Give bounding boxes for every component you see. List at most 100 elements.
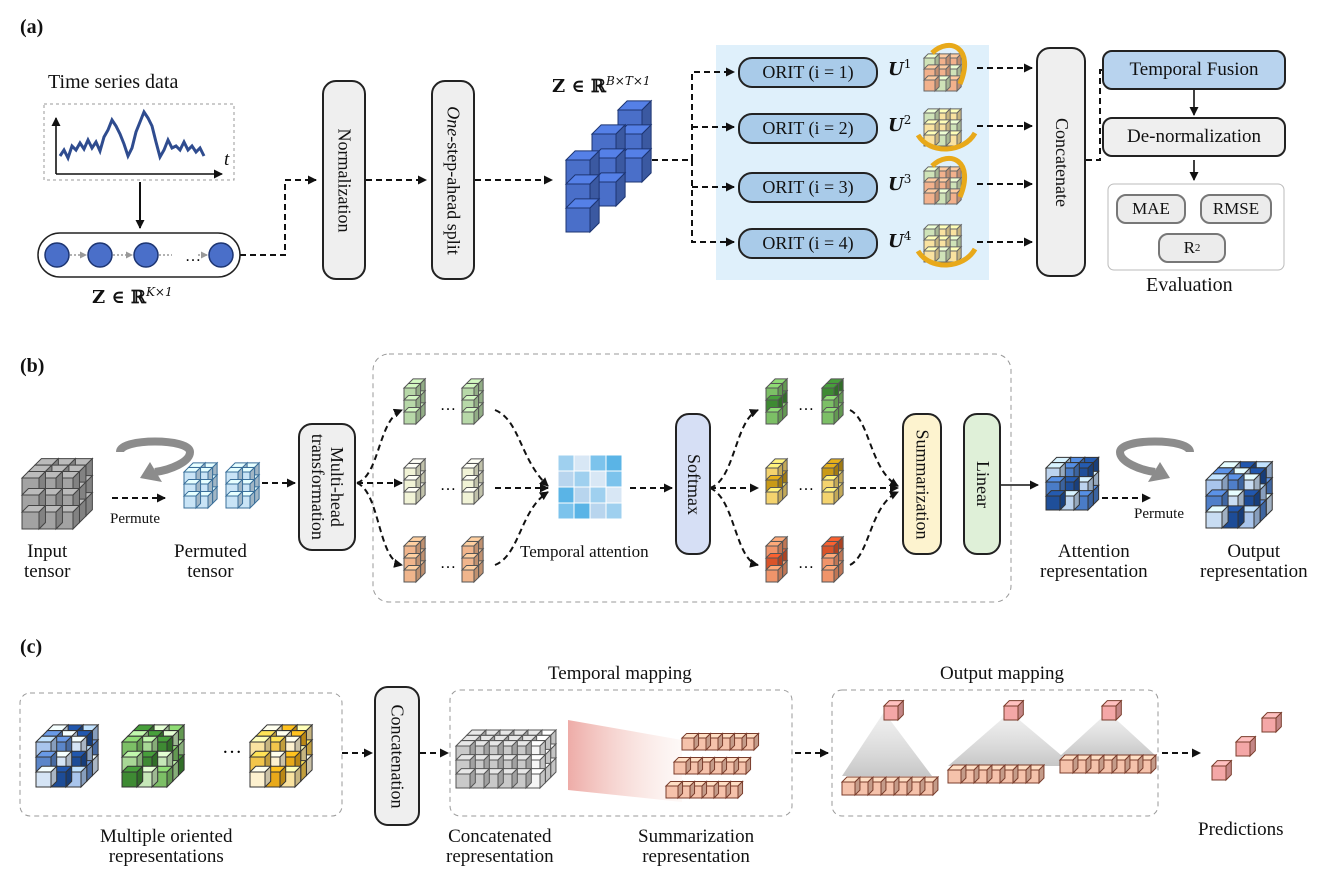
block-cell (820, 406, 840, 426)
attention-rep-cube (1044, 456, 1100, 512)
soft-right-1 (820, 377, 845, 426)
time-series-frame (43, 103, 235, 181)
rubik-cube-1 (922, 52, 963, 93)
rmse-badge: RMSE (1200, 194, 1272, 224)
oriented-rep-yellow (248, 723, 314, 789)
panel-label-b: (b) (20, 355, 45, 377)
time-series-plot (51, 108, 223, 179)
block-cell (402, 406, 422, 426)
rotation-arrow-4 (915, 247, 978, 268)
panel-b-graphics: … … … … … … (20, 377, 1274, 584)
permuted-tensor-cube-2 (224, 461, 261, 510)
multiple-rep-frame (19, 692, 343, 817)
summarization-box: Summarization (902, 413, 942, 555)
rotation-arrow-2 (915, 131, 978, 152)
block-cell (820, 564, 840, 584)
block-cell (820, 486, 840, 506)
orit-1-box: ORIT (i = 1) (738, 57, 878, 88)
head-left-2 (402, 457, 427, 506)
ellipsis: … (798, 555, 814, 572)
block-cell (946, 763, 968, 785)
mae-badge: MAE (1116, 194, 1186, 224)
block-cell (1236, 504, 1262, 530)
softmax-box: Softmax (675, 413, 711, 555)
prediction-3 (1260, 711, 1283, 734)
block-cell (120, 765, 144, 789)
ellipsis: … (440, 397, 456, 414)
concatenated-rep (454, 728, 558, 790)
soft-left-1 (764, 377, 789, 426)
denormalization-box: De-normalization (1102, 117, 1286, 157)
block-cell (402, 564, 422, 584)
permute-right-label: Permute (1134, 506, 1184, 522)
block-cell (680, 732, 700, 752)
block-cell (764, 406, 784, 426)
block-cell (34, 765, 58, 789)
block-cell (224, 490, 244, 510)
u-label-2: U2 (888, 113, 912, 136)
panel-c-graphics (34, 699, 1283, 802)
block-cell (933, 129, 952, 148)
block-cell (564, 197, 601, 234)
output-node-1 (882, 699, 905, 722)
block-cell (248, 765, 272, 789)
soft-left-2 (764, 457, 789, 506)
mapping-triangle-1 (842, 712, 932, 776)
temporal-mapping-title: Temporal mapping (548, 663, 692, 684)
block-cell (672, 756, 692, 776)
rotation-arrow-1 (930, 42, 968, 85)
mapping-triangle-3 (1060, 712, 1156, 756)
soft-right-3 (820, 535, 845, 584)
sequence-nodes: … (44, 242, 234, 268)
batch-cube-stack (564, 99, 653, 234)
ellipsis: … (798, 477, 814, 494)
orit-4-box: ORIT (i = 4) (738, 228, 878, 259)
panel-label-a: (a) (20, 16, 44, 38)
block-cell (1234, 735, 1257, 758)
block-cell (20, 504, 47, 531)
concatenation-box: Concatenation (374, 686, 420, 826)
rotation-arrow-3 (930, 155, 968, 198)
attention-frame (372, 353, 1012, 603)
ellipsis: … (440, 555, 456, 572)
block-cell (182, 490, 202, 510)
block-cell (460, 406, 480, 426)
head-right-3 (460, 535, 485, 584)
ellipsis: … (798, 397, 814, 414)
panel-b-arrows (112, 408, 1151, 568)
u-label-1: U1 (888, 57, 912, 80)
block-cell (922, 245, 941, 264)
ellipsis: … (440, 477, 456, 494)
time-series-title: Time series data (48, 71, 179, 93)
z-input-formula: Z ∈ ℝK×1 (92, 285, 173, 308)
block-cell (1204, 504, 1230, 530)
permuted-tensor-cube (182, 461, 219, 510)
output-rep-cube (1204, 460, 1274, 530)
svg-text:…: … (185, 248, 201, 265)
block-cell (1210, 759, 1233, 782)
block-cell (454, 767, 477, 790)
temporal-fusion-box: Temporal Fusion (1102, 50, 1286, 90)
block-cell (1058, 753, 1080, 775)
output-node-2 (1002, 699, 1025, 722)
prediction-1 (1210, 759, 1233, 782)
u-label-3: U3 (888, 172, 912, 195)
ellipsis: … (222, 736, 242, 758)
input-tensor-cube (20, 457, 94, 531)
panel-label-c: (c) (20, 636, 43, 658)
oriented-rep-green (120, 723, 186, 789)
summarization-row-3 (664, 780, 744, 800)
block-cell (840, 775, 862, 797)
output-mapping-frame (831, 689, 1159, 817)
permute-left-label: Permute (110, 511, 160, 527)
head-right-2 (460, 457, 485, 506)
linear-box: Linear (963, 413, 1001, 555)
block-cell (764, 564, 784, 584)
split-box: One-step-ahead split (431, 80, 475, 280)
mapping-fan (568, 720, 682, 802)
